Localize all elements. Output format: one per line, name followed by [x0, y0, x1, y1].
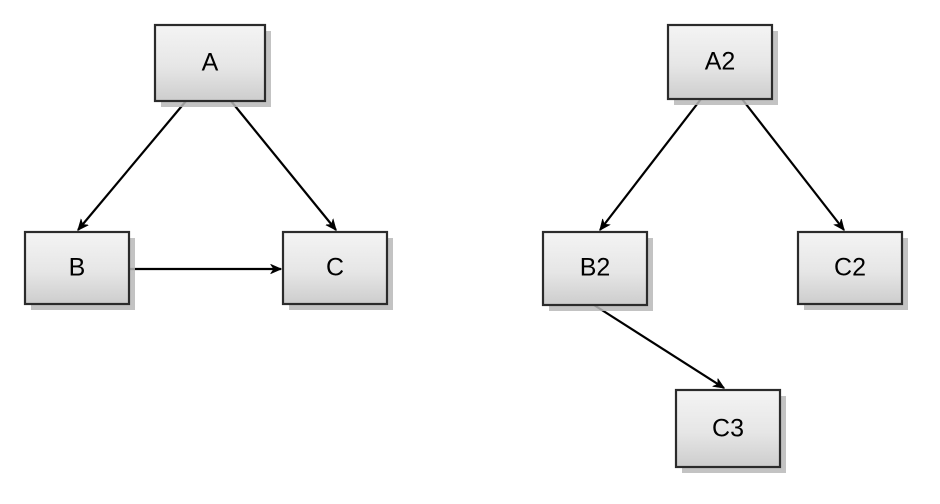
- edge-a2-to-b2: [599, 98, 702, 230]
- node-a-box[interactable]: [153, 23, 267, 103]
- node-c-box[interactable]: [281, 230, 389, 306]
- edge-line-a2-b2: [599, 98, 702, 230]
- node-c3-box[interactable]: [674, 388, 782, 469]
- node-c3[interactable]: C3: [674, 388, 786, 473]
- node-a2[interactable]: A2: [666, 23, 778, 105]
- node-b-label: B: [69, 254, 86, 282]
- graph-left: A B C: [23, 23, 393, 310]
- node-b2-label: B2: [580, 254, 611, 282]
- edge-line-b2-c3: [593, 304, 724, 389]
- node-c3-label: C3: [712, 415, 744, 443]
- node-c2-box[interactable]: [796, 230, 904, 306]
- edge-line-a-c: [230, 100, 337, 230]
- node-c2[interactable]: C2: [796, 230, 908, 310]
- node-b2[interactable]: B2: [541, 230, 653, 311]
- node-c-label: C: [326, 254, 344, 282]
- edge-b2-to-c3: [593, 304, 724, 389]
- node-a-label: A: [202, 49, 219, 77]
- node-b2-box[interactable]: [541, 230, 649, 307]
- node-b-box[interactable]: [23, 230, 131, 306]
- edge-a-to-c: [230, 100, 337, 230]
- edge-line-a-b: [77, 100, 187, 230]
- node-a2-box[interactable]: [666, 23, 774, 101]
- node-a[interactable]: A: [153, 23, 271, 107]
- edge-a2-to-c2: [741, 98, 845, 230]
- node-b[interactable]: B: [23, 230, 135, 310]
- node-c2-label: C2: [834, 254, 866, 282]
- node-a2-label: A2: [705, 48, 736, 76]
- edge-line-a2-c2: [741, 98, 845, 230]
- node-c[interactable]: C: [281, 230, 393, 310]
- edge-a-to-b: [77, 100, 187, 230]
- graph-right: A2 B2 C2 C3: [541, 23, 908, 473]
